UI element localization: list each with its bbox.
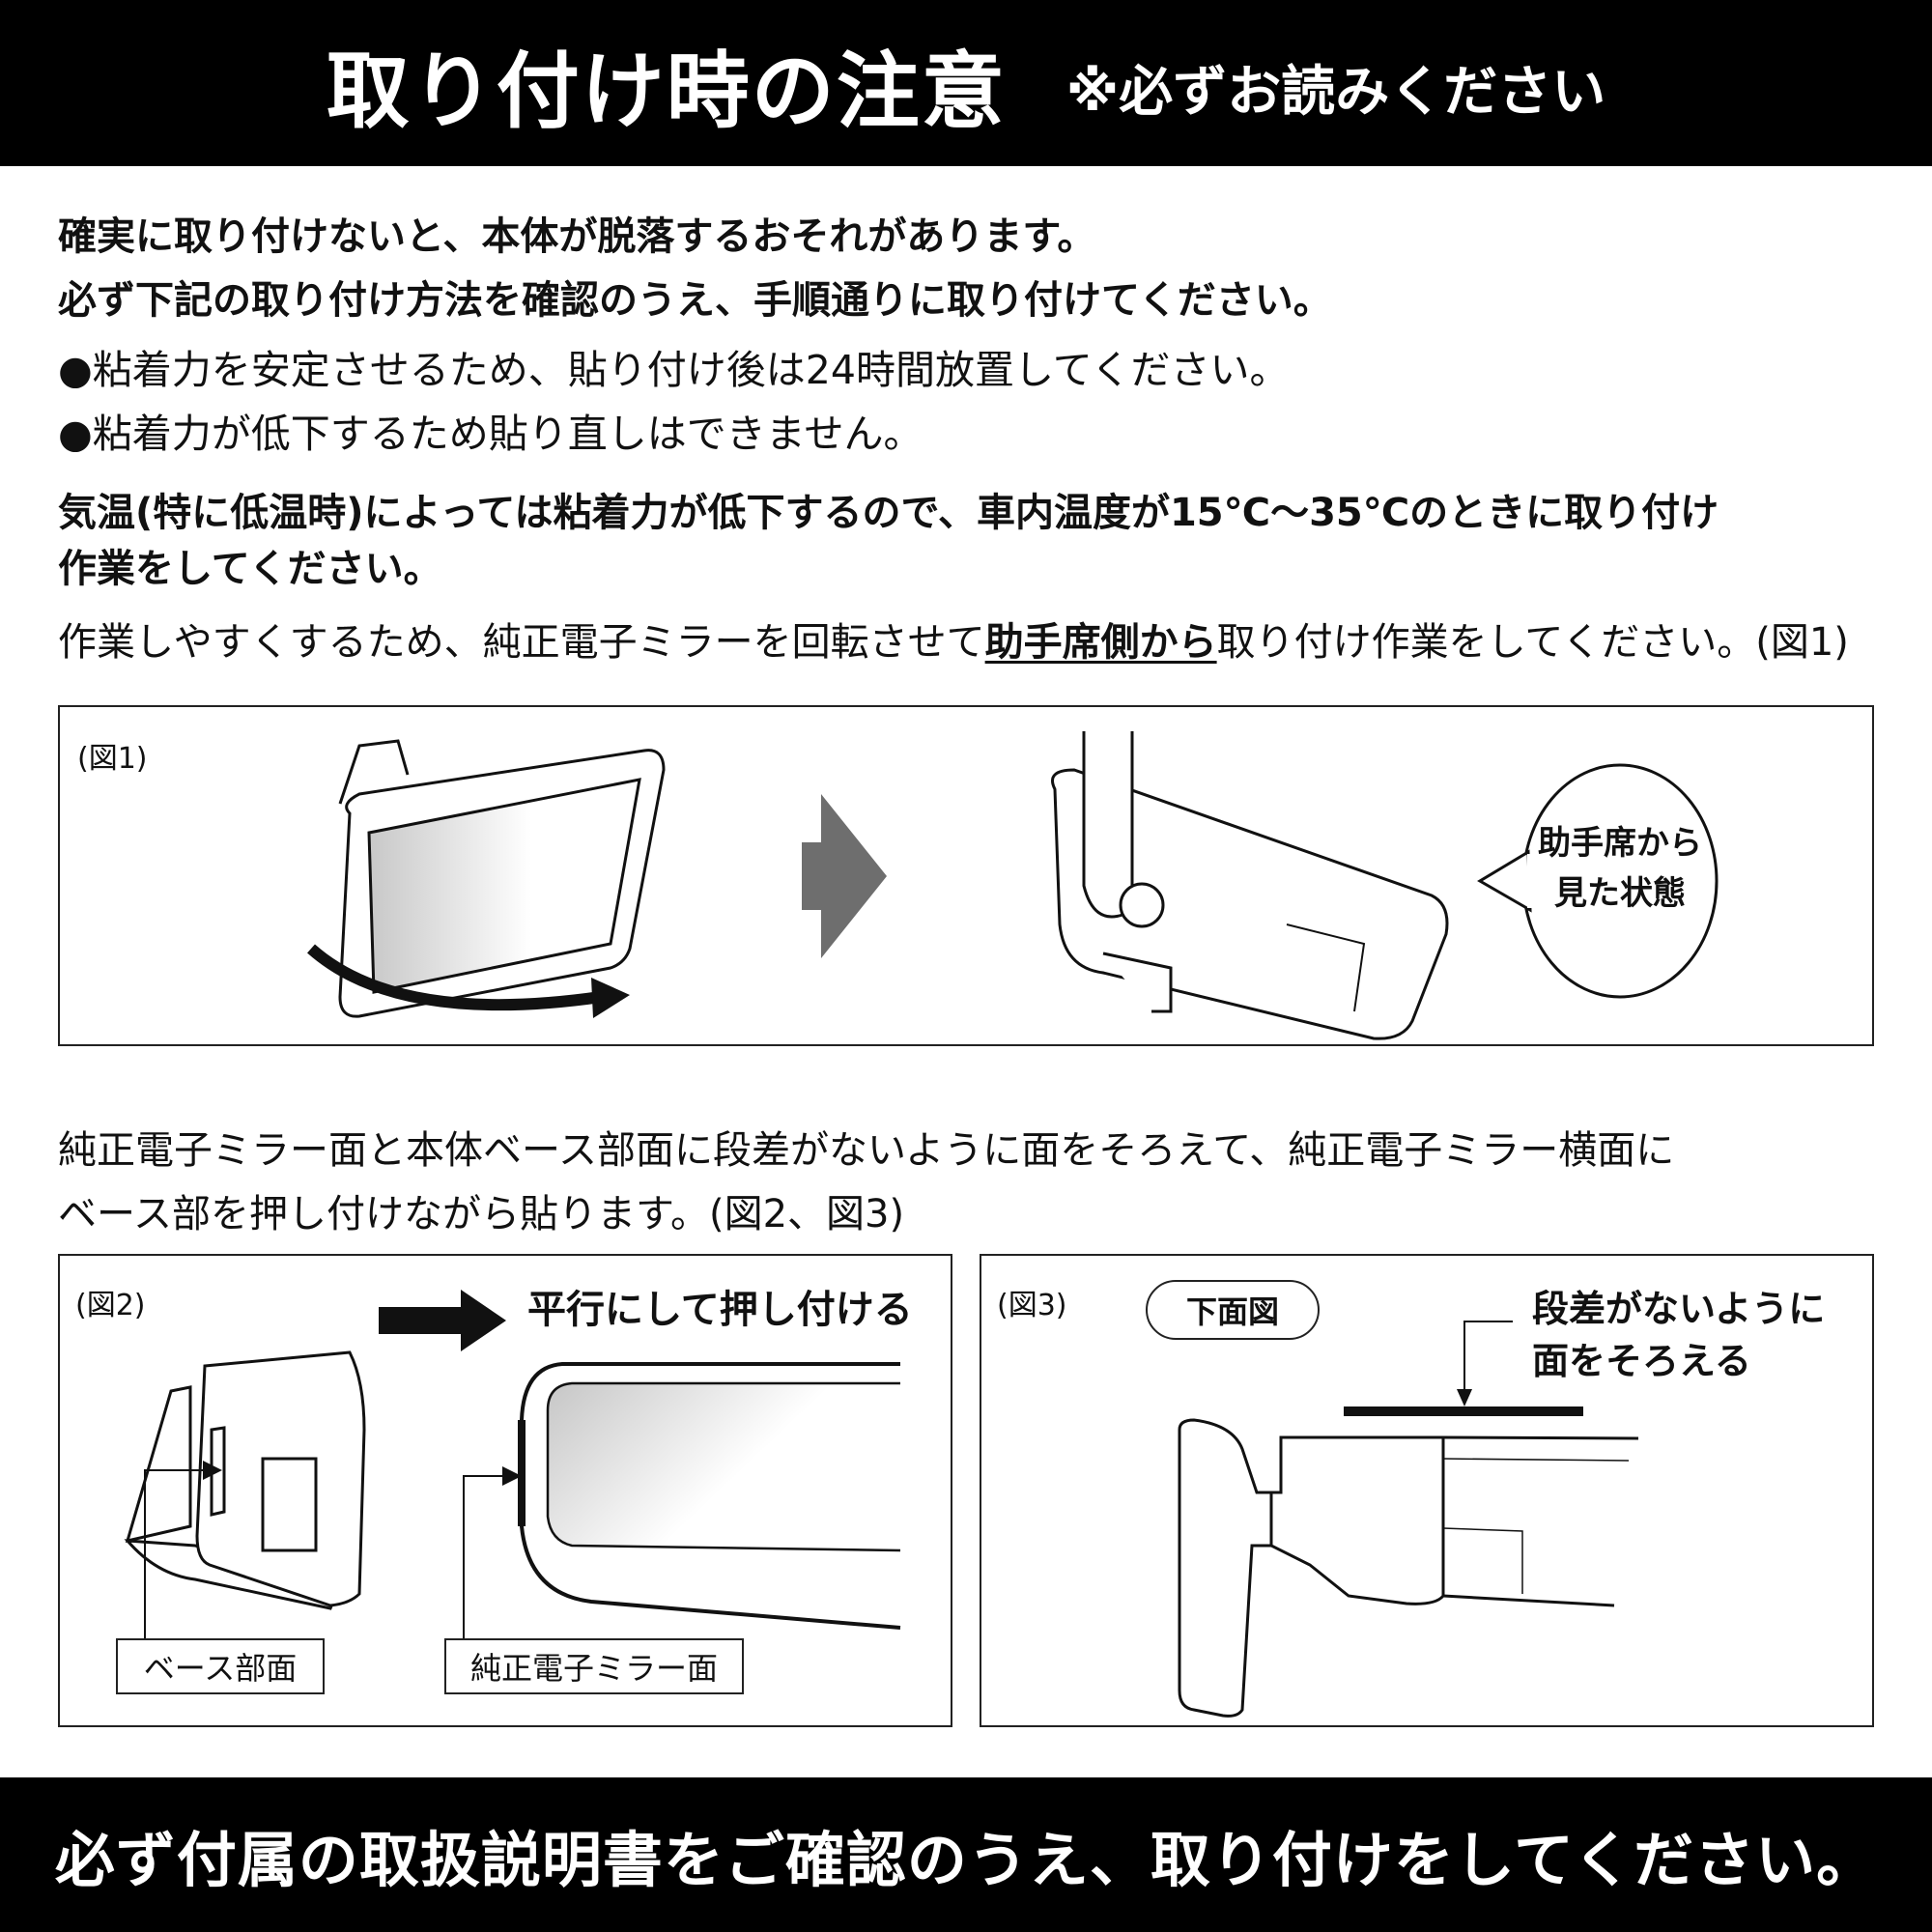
bullet-list: ●粘着力を安定させるため、貼り付け後は24時間放置してください。 ●粘着力が低下… bbox=[58, 338, 1893, 466]
bottom-view-pill: 下面図 bbox=[1146, 1280, 1320, 1340]
bullet-item: ●粘着力を安定させるため、貼り付け後は24時間放置してください。 bbox=[58, 347, 1290, 393]
temperature-line-1: 気温(特に低温時)によっては粘着力が低下するので、車内温度が15℃〜35℃のとき… bbox=[58, 491, 1719, 535]
alignment-line-1: 純正電子ミラー面と本体ベース部面に段差がないように面をそろえて、純正電子ミラー横… bbox=[58, 1128, 1675, 1173]
figure-2: (図2) 平行にして押し付ける ベース部面 純正電子ミラー面 bbox=[58, 1254, 952, 1727]
figure-2-label: (図2) bbox=[75, 1289, 146, 1322]
mirror-side-illustration bbox=[518, 1362, 901, 1630]
figure-1: (図1) 助手席から 見た状態 bbox=[58, 705, 1874, 1046]
temperature-note: 気温(特に低温時)によっては粘着力が低下するので、車内温度が15℃〜35℃のとき… bbox=[58, 485, 1893, 597]
footer-message: 必ず付属の取扱説明書をご確認のうえ、取り付けをしてください。 bbox=[54, 1825, 1878, 1895]
rotation-text-after: 取り付け作業をしてください。(図1) bbox=[1216, 620, 1849, 665]
intro-line-2: 必ず下記の取り付け方法を確認のうえ、手順通りに取り付けてください。 bbox=[58, 278, 1332, 323]
intro-line-1: 確実に取り付けないと、本体が脱落するおそれがあります。 bbox=[58, 214, 1096, 259]
leader-lines bbox=[144, 1461, 522, 1642]
bullet-item: ●粘着力が低下するため貼り直しはできません。 bbox=[58, 411, 923, 457]
push-caption: 平行にして押し付ける bbox=[527, 1288, 913, 1332]
base-surface-tag: ベース部面 bbox=[116, 1638, 325, 1694]
footer-banner: 必ず付属の取扱説明書をご確認のうえ、取り付けをしてください。 bbox=[0, 1777, 1932, 1932]
figure-1-label: (図1) bbox=[77, 742, 148, 776]
speech-bubble-text: 助手席から 見た状態 bbox=[1538, 824, 1702, 913]
figure-3: (図3) 下面図 段差がないように 面をそろえる bbox=[980, 1254, 1874, 1727]
mirror-rotating-illustration bbox=[307, 739, 666, 1018]
align-caption: 段差がないように 面をそろえる bbox=[1532, 1288, 1826, 1382]
bottom-view-illustration bbox=[1178, 1321, 1639, 1718]
figure-3-label: (図3) bbox=[997, 1289, 1067, 1322]
push-arrow-icon bbox=[379, 1290, 506, 1351]
rotation-text-emphasis: 助手席側から bbox=[984, 620, 1217, 665]
intro-warning: 確実に取り付けないと、本体が脱落するおそれがあります。 必ず下記の取り付け方法を… bbox=[58, 205, 1893, 332]
page-title: 取り付け時の注意 bbox=[326, 43, 1007, 140]
temperature-line-2: 作業をしてください。 bbox=[58, 547, 442, 591]
rotation-note: 作業しやすくするため、純正電子ミラーを回転させて助手席側から取り付け作業をしてく… bbox=[58, 611, 1893, 674]
page-subtitle: ※必ずお読みください bbox=[1065, 60, 1606, 124]
header-banner: 取り付け時の注意 ※必ずお読みください bbox=[0, 0, 1932, 166]
alignment-line-2: ベース部を押し付けながら貼ります。(図2、図3) bbox=[58, 1192, 905, 1236]
speech-bubble-shape bbox=[1477, 763, 1719, 999]
mirror-passenger-view-illustration bbox=[1051, 731, 1449, 1040]
alignment-note: 純正電子ミラー面と本体ベース部面に段差がないように面をそろえて、純正電子ミラー横… bbox=[58, 1119, 1893, 1246]
mirror-surface-tag: 純正電子ミラー面 bbox=[444, 1638, 744, 1694]
transition-arrow-icon bbox=[802, 794, 887, 958]
rotation-text-before: 作業しやすくするため、純正電子ミラーを回転させて bbox=[58, 620, 985, 665]
